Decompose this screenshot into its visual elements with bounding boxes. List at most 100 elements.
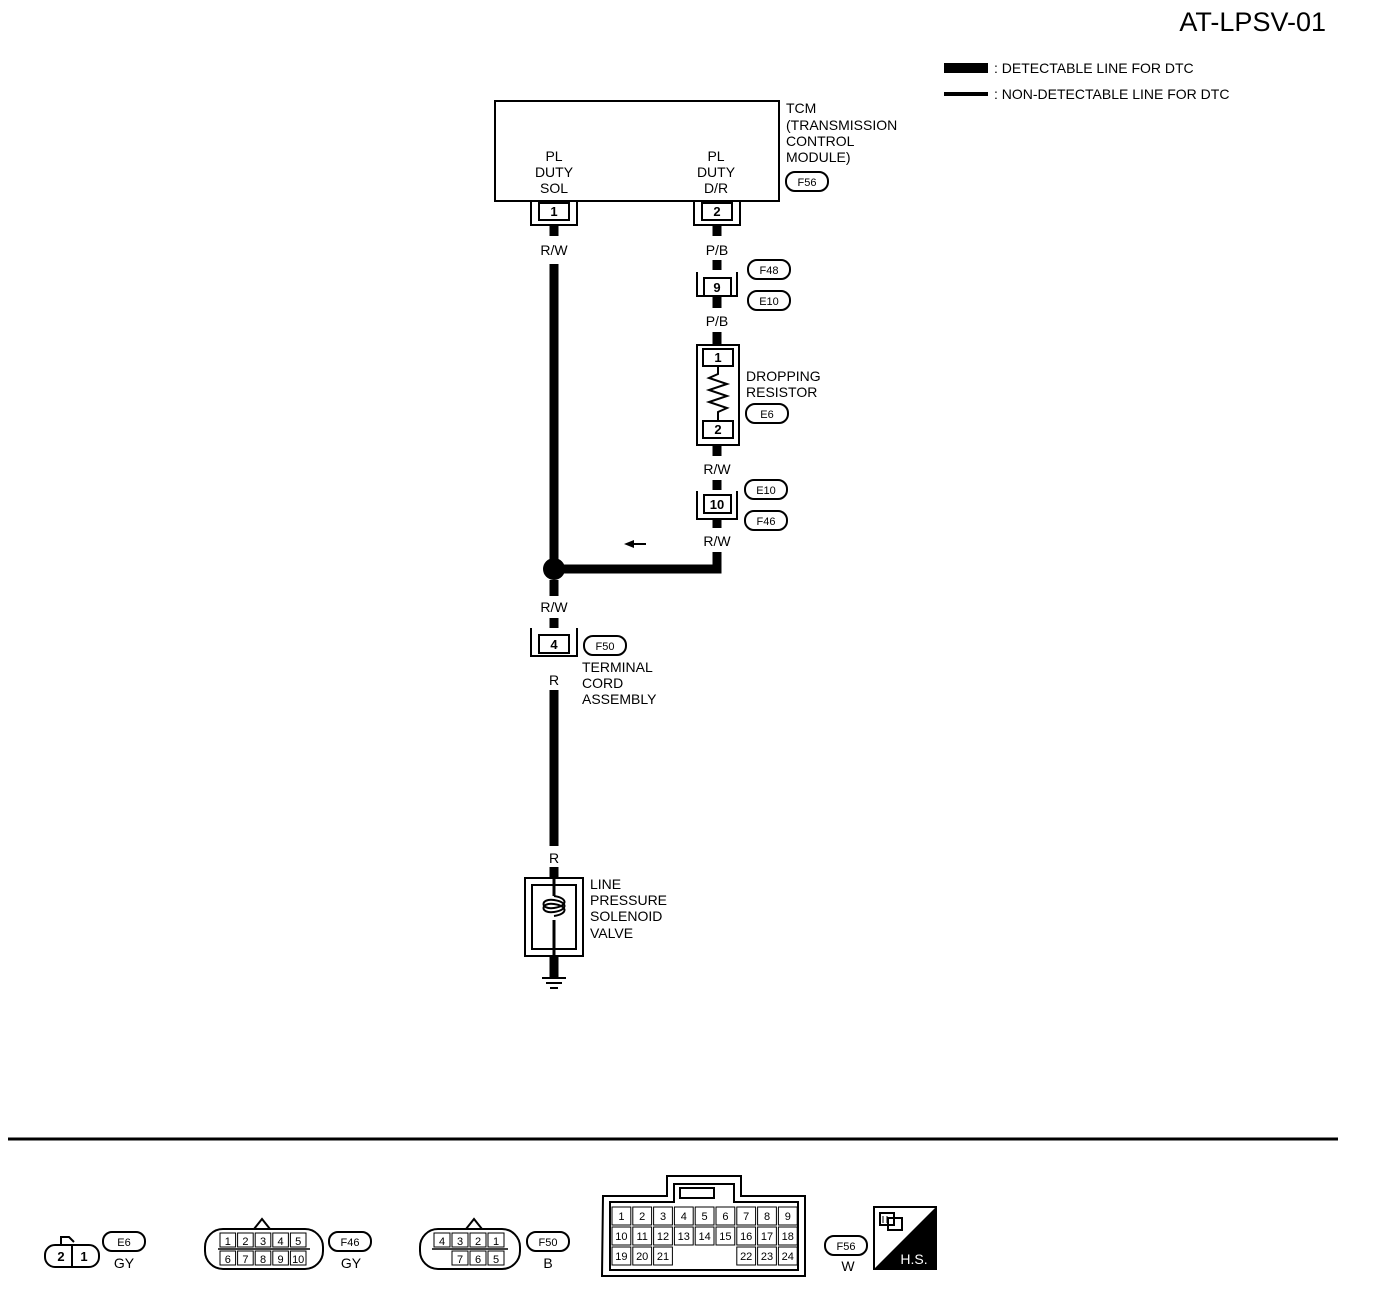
- resistor-zigzag: [705, 366, 731, 421]
- connector-f56-pin: 5: [702, 1211, 708, 1223]
- terminal-cord-bracket: [530, 628, 578, 657]
- connector-f56-pin: 7: [743, 1211, 749, 1223]
- terminal-cord-pin: 4: [550, 637, 558, 652]
- tcm-pin-1: 1: [550, 204, 557, 219]
- connector-f56-pin: 15: [719, 1231, 731, 1243]
- tcm-pin-1-box: [538, 202, 570, 221]
- connector-f56-pin: 17: [761, 1231, 773, 1243]
- terminal-cord-name-line-3: ASSEMBLY: [582, 691, 657, 707]
- dropping-resistor-name-line-1: DROPPING: [746, 368, 821, 384]
- connector-e6-latch: [60, 1236, 75, 1245]
- connector-f46-pin: 10: [292, 1254, 304, 1266]
- connector-f50-code-badge: [526, 1231, 570, 1252]
- tcm-name-line-1: TCM: [786, 100, 816, 116]
- connector-f50-latch: [465, 1217, 483, 1230]
- connector-f46-code-badge: [328, 1231, 372, 1252]
- connector-f46-pin: 7: [242, 1254, 248, 1266]
- tcm-connector-code: F56: [798, 177, 817, 189]
- connector-f56-pin: 9: [785, 1211, 791, 1223]
- connector-f56-pin: 10: [615, 1231, 627, 1243]
- connector-f56-outline: [600, 1175, 806, 1277]
- connector-f50-pin: 6: [475, 1254, 481, 1266]
- joint-1-pin: 9: [713, 280, 720, 295]
- tcm-terminal-right-line-2: DUTY: [697, 164, 736, 180]
- wire-label-pb-mid: P/B: [706, 313, 729, 329]
- joint-2-bracket: [696, 491, 738, 520]
- joint-1-box: [703, 277, 732, 297]
- terminal-cord-connector: F50: [596, 641, 615, 653]
- dropping-resistor-name-line-2: RESISTOR: [746, 384, 817, 400]
- wire-left: R/W R/W: [540, 225, 568, 628]
- joint-2-connector-top-badge: [744, 479, 788, 500]
- tcm-module: TCM (TRANSMISSION CONTROL MODULE) F56 PL…: [494, 100, 897, 226]
- wire-label-r-upper: R: [549, 672, 559, 688]
- tcm-terminal-right-line-1: PL: [707, 148, 724, 164]
- wire-label-rw-below-splice: R/W: [540, 599, 568, 615]
- connector-f46-pin: 3: [260, 1236, 266, 1248]
- connector-f56-pin: 1: [618, 1211, 624, 1223]
- connector-f50-pin: 4: [439, 1236, 445, 1248]
- solenoid-name-line-3: SOLENOID: [590, 908, 662, 924]
- wire-label-rw-right-2: R/W: [703, 533, 731, 549]
- resistor-connector-badge: [745, 403, 789, 424]
- connector-e6-pin-1: 1: [80, 1249, 87, 1264]
- connector-f56-code: F56: [837, 1241, 856, 1253]
- connector-f50-code: F50: [539, 1237, 558, 1249]
- connector-f56-color: W: [841, 1258, 855, 1274]
- connector-f56-pin: 23: [761, 1251, 773, 1263]
- legend-non-detectable-label: : NON-DETECTABLE LINE FOR DTC: [994, 86, 1229, 102]
- joint-2-connector-bottom: F46: [757, 516, 776, 528]
- connector-e6-body: [44, 1244, 100, 1268]
- hs-badge: H.S.: [873, 1206, 937, 1270]
- connector-f50-pin: 2: [475, 1236, 481, 1248]
- connector-f50-color: B: [543, 1255, 552, 1271]
- connector-f46-pin: 4: [278, 1236, 284, 1248]
- joint-2-connector-top: E10: [756, 485, 776, 497]
- connector-f56-code-badge: [824, 1235, 868, 1256]
- connector-f56-pin: 18: [782, 1231, 794, 1243]
- connector-f50-pin: 7: [457, 1254, 463, 1266]
- terminal-cord-pin-box: [538, 634, 570, 654]
- connector-f56-pin: 22: [740, 1251, 752, 1263]
- tcm-terminal-right-line-3: D/R: [704, 180, 728, 196]
- tcm-name-line-2: (TRANSMISSION: [786, 117, 897, 133]
- tcm-pin-2: 2: [713, 204, 720, 219]
- tcm-pin-2-box: [701, 202, 733, 221]
- connector-e6-code-badge: [102, 1231, 146, 1252]
- tcm-terminal-left-line-3: SOL: [540, 180, 568, 196]
- joint-1-connector-top: F48: [760, 265, 779, 277]
- resistor-connector: E6: [760, 409, 773, 421]
- connector-f46-pin: 2: [242, 1236, 248, 1248]
- connector-f56-pin: 14: [698, 1231, 710, 1243]
- solenoid-name-line-4: VALVE: [590, 925, 633, 941]
- legend-detectable-label: : DETECTABLE LINE FOR DTC: [994, 60, 1194, 76]
- connector-f56-pin: 3: [660, 1211, 666, 1223]
- connector-f56-pin: 20: [636, 1251, 648, 1263]
- tcm-name-line-4: MODULE): [786, 149, 851, 165]
- connector-e6: 2 1 E6 GY: [44, 1231, 146, 1271]
- wire-label-rw-top-left: R/W: [540, 242, 568, 258]
- diagram-title: AT-LPSV-01: [1179, 7, 1326, 37]
- connector-f56-pin: 13: [678, 1231, 690, 1243]
- terminal-cord-name-line-1: TERMINAL: [582, 659, 653, 675]
- connector-f46-latch: [253, 1217, 271, 1230]
- terminal-cord-connector-badge: [583, 635, 627, 656]
- solenoid-name-line-2: PRESSURE: [590, 892, 667, 908]
- connector-f56-pin: 21: [657, 1251, 669, 1263]
- wire-label-r-lower: R: [549, 850, 559, 866]
- joint-1-connector-bottom-badge: [747, 290, 791, 311]
- tcm-box: [494, 100, 780, 202]
- joint-1-connector-top-badge: [747, 259, 791, 280]
- tcm-terminal-left-line-1: PL: [545, 148, 562, 164]
- tcm-name-line-3: CONTROL: [786, 133, 855, 149]
- connector-f50-pin: 5: [493, 1254, 499, 1266]
- connector-f56-pin: 2: [639, 1211, 645, 1223]
- connector-f46-pin: 8: [260, 1254, 266, 1266]
- terminal-cord-name-line-2: CORD: [582, 675, 623, 691]
- connector-f46-code: F46: [341, 1237, 360, 1249]
- connector-f46-pin: 1: [225, 1236, 231, 1248]
